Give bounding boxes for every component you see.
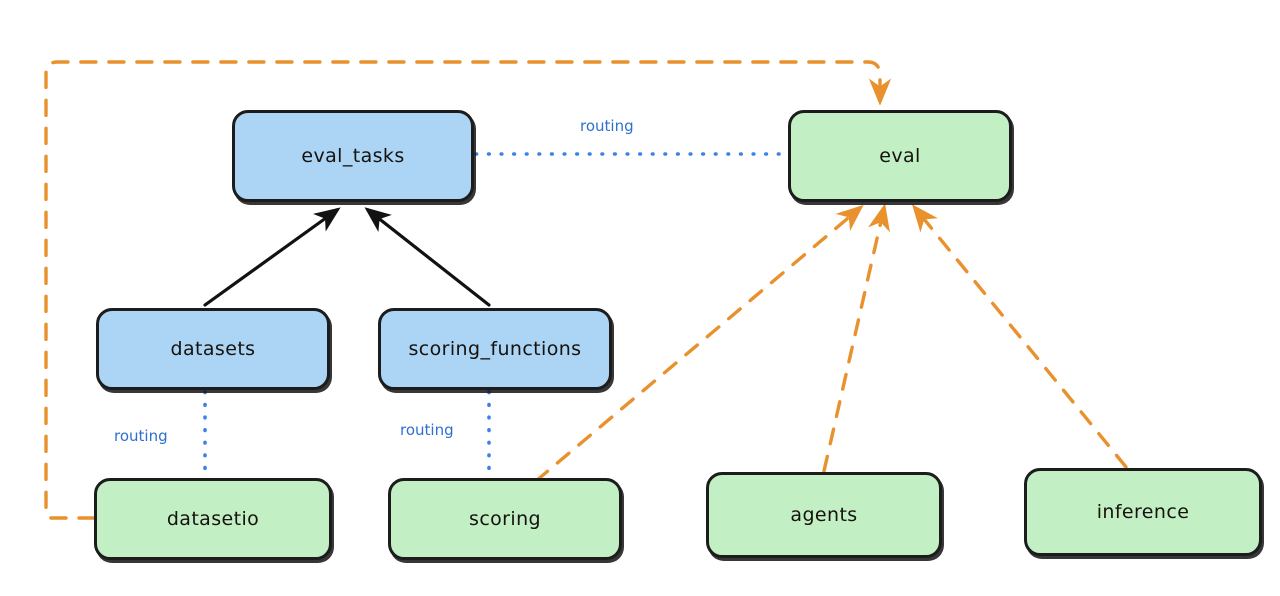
- node-datasets[interactable]: datasets: [96, 308, 330, 390]
- node-label: datasetio: [166, 508, 260, 530]
- edge-agents-to-eval: [822, 203, 890, 473]
- node-label: scoring: [469, 508, 541, 530]
- node-label: eval: [879, 145, 921, 167]
- edge-datasetio-to-eval: [44, 60, 892, 520]
- node-label: agents: [790, 504, 858, 526]
- edge-datasets-to-eval-tasks: [203, 207, 341, 307]
- node-label: scoring_functions: [408, 338, 582, 360]
- edge-label-routing-datasets-datasetio: routing: [114, 427, 168, 445]
- edge-scoring-functions-to-eval-tasks: [364, 207, 491, 307]
- node-label: inference: [1096, 501, 1190, 523]
- node-scoring[interactable]: scoring: [388, 478, 622, 560]
- node-agents[interactable]: agents: [706, 472, 942, 558]
- edge-scoring-to-eval: [534, 204, 864, 483]
- edge-label-routing-eval-tasks-eval: routing: [580, 117, 634, 135]
- node-inference[interactable]: inference: [1024, 468, 1262, 556]
- node-label: eval_tasks: [301, 145, 405, 167]
- node-scoring-functions[interactable]: scoring_functions: [378, 308, 612, 390]
- edge-label-routing-scoring-functions-scoring: routing: [400, 421, 454, 439]
- edge-inference-to-eval: [911, 204, 1128, 469]
- node-eval[interactable]: eval: [788, 110, 1012, 202]
- node-eval-tasks[interactable]: eval_tasks: [232, 110, 474, 202]
- node-datasetio[interactable]: datasetio: [94, 478, 332, 560]
- node-label: datasets: [170, 338, 256, 360]
